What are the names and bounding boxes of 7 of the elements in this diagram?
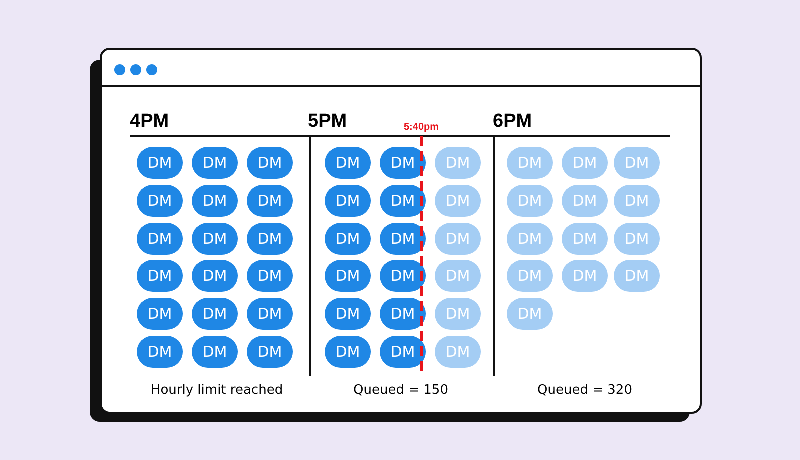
column-caption: Queued = 320 <box>538 383 632 399</box>
time-marker-label: 5:40pm <box>404 122 440 134</box>
column-caption: Queued = 150 <box>354 383 448 399</box>
column-heading: 4PM <box>130 111 170 133</box>
column-heading: 5PM <box>308 111 348 133</box>
column-caption: Hourly limit reached <box>150 383 284 399</box>
column-heading: 6PM <box>493 111 532 133</box>
